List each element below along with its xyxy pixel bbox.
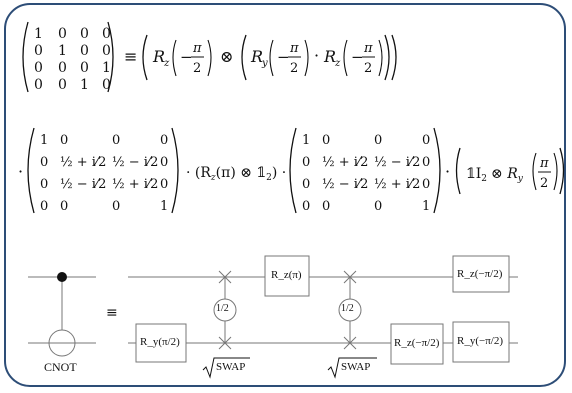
row2-matrix-b-cell: 0 (422, 177, 430, 192)
row2-matrix-a-cell: 1 (40, 133, 48, 148)
row1-matrix-cell: 1 (34, 26, 43, 42)
minus-sign-3: − (351, 48, 364, 66)
row1-matrix-cell: 0 (58, 26, 67, 42)
row2-matrix-b-cell: 0 (422, 133, 430, 148)
row2-matrix-a-cell: ½ − i⁄2 (60, 177, 106, 192)
sqrt-swap-1 (213, 270, 237, 350)
row1-matrix-cell: 0 (58, 77, 67, 93)
sqrt-sign-1 (202, 357, 250, 379)
cnot-circuit (28, 272, 96, 357)
sqrt-swap-2 (338, 270, 362, 350)
rz-bottom-right-label: R_z(−π/2) (394, 337, 440, 349)
rz-sub-2: z (334, 58, 341, 69)
cdot: · (314, 46, 319, 65)
row2-tail-dot: · (445, 162, 450, 181)
pi-num-3: π (363, 41, 373, 56)
rz-label: R (152, 47, 165, 66)
row2-matrix-a-cell: 0 (160, 133, 168, 148)
row1-matrix-cell: 1 (58, 43, 67, 59)
row2-matrix-a-cell: ½ + i⁄2 (112, 177, 158, 192)
row2-matrix-a-cell: ½ − i⁄2 (112, 155, 158, 170)
row2-matrix-b-cell: 0 (374, 133, 382, 148)
row2-matrix-b-cell: 1 (422, 199, 430, 214)
row1-matrix-cell: 1 (102, 60, 111, 76)
sqrt-sign-2 (327, 357, 377, 379)
swap-half-1: 1/2 (216, 303, 229, 314)
ry-left-gate (135, 323, 187, 363)
row1-matrix-cell: 0 (34, 77, 43, 93)
row2-matrix-a-cell: 0 (60, 199, 68, 214)
row1-matrix-cell: 0 (34, 43, 43, 59)
swap-label-2: SWAP (341, 361, 371, 373)
row2-matrix-b-cell: 0 (302, 177, 310, 192)
row2-matrix-a-cell: 1 (160, 199, 168, 214)
ry-bottom-right-label: R_y(−π/2) (457, 335, 503, 347)
swap-half-2: 1/2 (341, 303, 354, 314)
row2-matrix-b-cell: 0 (322, 199, 330, 214)
rz-label-2: R (323, 47, 336, 66)
rz-pi-gate (264, 255, 310, 297)
row2-matrix-b-cell: 0 (422, 155, 430, 170)
row1-matrix-cell: 0 (58, 60, 67, 76)
cnot-label: CNOT (44, 360, 77, 374)
row1-matrix-cell: 0 (80, 60, 89, 76)
rz-top-right-label: R_z(−π/2) (457, 268, 503, 280)
row2-matrix-a-cell: 0 (112, 199, 120, 214)
row2-matrix-b-cell: ½ − i⁄2 (374, 155, 420, 170)
row1-matrix-cell: 0 (102, 77, 111, 93)
row2-matrix-b-cell: ½ + i⁄2 (322, 155, 368, 170)
row2-matrix-b-cell: 0 (374, 199, 382, 214)
row1-matrix-cell: 0 (102, 43, 111, 59)
row2-matrix-a-cell: 0 (112, 133, 120, 148)
two-den: 2 (193, 61, 201, 76)
row2-middle: · (Rz(π) ⊗ 𝟙2) · (186, 165, 286, 183)
two-den-3: 2 (364, 61, 372, 76)
row2-pi: π (539, 156, 549, 171)
row2-matrix-b-cell: 0 (302, 199, 310, 214)
row2-matrix-a-cell: 0 (40, 177, 48, 192)
row2-matrix-a-cell: 0 (60, 133, 68, 148)
row2-matrix-b-cell: 1 (302, 133, 310, 148)
control-dot (57, 272, 67, 282)
row2-matrix-b-cell: 0 (302, 155, 310, 170)
row2-matrix-a-cell: 0 (160, 155, 168, 170)
ry-label: R (250, 47, 263, 66)
row1-matrix-cell: 0 (80, 26, 89, 42)
row1-matrix-cell: 0 (102, 26, 111, 42)
row2-matrix-b-cell: 0 (322, 133, 330, 148)
ry-bottom-right-gate (452, 321, 510, 363)
rounded-frame (4, 3, 566, 387)
rz-bottom-right-gate (390, 323, 444, 365)
row2-two: 2 (540, 176, 548, 191)
two-den-2: 2 (290, 61, 298, 76)
swap-label-1: SWAP (216, 361, 246, 373)
ry-left-gate-label: R_y(π/2) (140, 336, 180, 348)
row1-matrix-cell: 0 (34, 60, 43, 76)
row2-leading-dot: · (18, 162, 23, 181)
otimes: ⊗ (220, 47, 233, 66)
row2-matrix-b-cell: ½ − i⁄2 (322, 177, 368, 192)
row2-matrix-b-cell: ½ + i⁄2 (374, 177, 420, 192)
row1-lhs-matrix (22, 21, 114, 93)
circuit-equiv: ≡ (106, 305, 118, 321)
row1-matrix-cell: 0 (80, 43, 89, 59)
row1-equiv: ≡ (124, 47, 137, 66)
minus-sign-2: − (277, 48, 290, 66)
row2-matrix-a-cell: 0 (40, 155, 48, 170)
ry-sub: y (261, 58, 268, 69)
rz-pi-gate-label: R_z(π) (271, 269, 302, 281)
row2-matrix-a-cell: 0 (160, 177, 168, 192)
row2-matrix-a-cell: 0 (40, 199, 48, 214)
minus-sign: − (180, 48, 193, 66)
row2-tail: 𝟙I2⊗ Ry (466, 166, 524, 184)
row2-matrix-a-cell: ½ + i⁄2 (60, 155, 106, 170)
row1-matrix-cell: 1 (80, 77, 89, 93)
pi-num: π (192, 41, 202, 56)
rz-top-right-gate (452, 255, 510, 293)
pi-num-2: π (289, 41, 299, 56)
rz-sub: z (163, 58, 170, 69)
